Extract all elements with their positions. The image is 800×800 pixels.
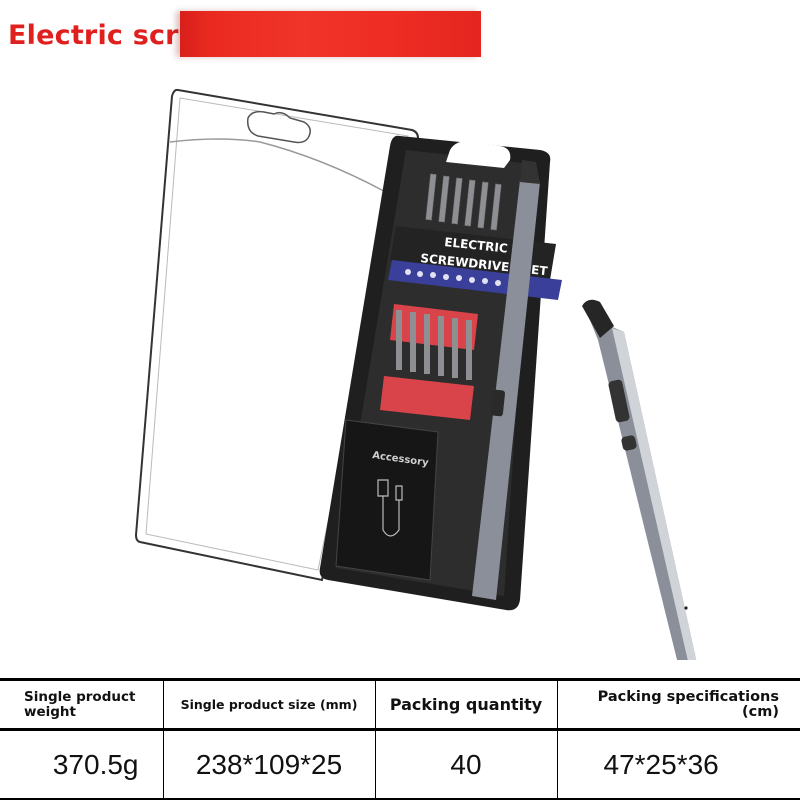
header-quantity: Packing quantity [374,678,557,731]
value-weight: 370.5g [0,728,163,800]
header-packing-line1: Packing specifications [597,688,779,705]
value-packing-spec: 47*25*36 [556,728,800,800]
screwdriver-set-illustration: ELECTRIC SCREWDRIVER SET Accessory [134,88,697,660]
value-size: 238*109*25 [162,728,375,800]
title-overlay-band [180,11,481,57]
header-packing-spec: Packing specifications (cm) [556,678,800,731]
header-packing-line2: (cm) [742,703,779,720]
product-image: ELECTRIC SCREWDRIVER SET Accessory [100,80,740,660]
tray: ELECTRIC SCREWDRIVER SET Accessory [319,135,562,611]
table-header-row: Single product weight Single product siz… [0,678,800,731]
title-banner: Electric screwdriver [32 in 1] [0,0,800,70]
header-weight-line1: Single product [24,688,136,705]
header-size: Single product size (mm) [162,678,375,731]
header-weight: Single product weight [0,678,163,731]
table-row: 370.5g 238*109*25 40 47*25*36 [0,728,800,800]
value-quantity: 40 [374,728,557,800]
header-weight-line2: weight [24,703,76,720]
package-label-line1: ELECTRIC [444,235,509,256]
electric-screwdriver [582,299,697,660]
spec-table: Single product weight Single product siz… [0,678,800,800]
